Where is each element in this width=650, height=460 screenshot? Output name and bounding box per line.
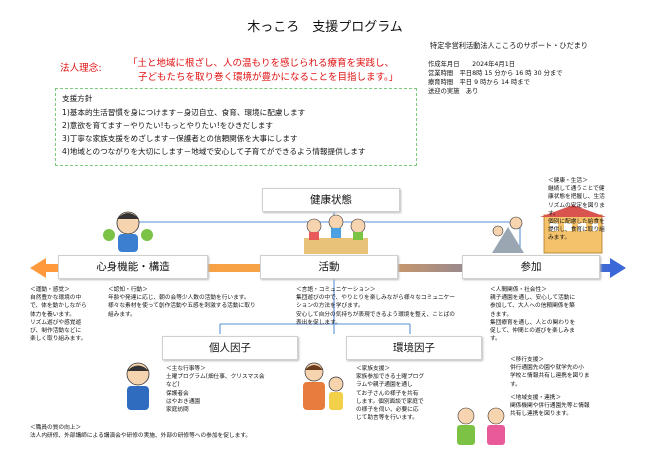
philosophy-label: 法人理念: bbox=[60, 63, 102, 74]
note-line: ＜主な行事等＞ bbox=[166, 366, 206, 372]
note-line: はやおき通園 bbox=[166, 398, 201, 405]
note-line: 家庭訪問 bbox=[166, 407, 189, 414]
note-line: 学校と情報共有し連携を図りま bbox=[510, 373, 590, 380]
note-line: 体力を養います。 bbox=[30, 311, 75, 318]
note-line: す。 bbox=[510, 381, 521, 388]
language-communication-notes: ＜言語・コミュニケーション＞ 集団遊びの中で、やりとりを楽しみながら様々なコミュ… bbox=[296, 286, 455, 327]
support-policy-box: 支援方針 1)基本的生活習慣を身につけます－身辺自立、食育、環境に配慮します 2… bbox=[55, 88, 417, 166]
note-line: 集団遊びの中で、やりとりを楽しみながら様々なコミュニケー bbox=[296, 295, 456, 302]
events-notes: ＜主な行事等＞ 土曜プログラム(畑仕事、クリスマス会 など) 保護者会 はやおき… bbox=[166, 365, 265, 414]
note-line: 保護者会 bbox=[166, 390, 189, 397]
social-relationship-notes: ＜人間関係・社会性＞ 親子通園を通し、安心して活動に 参加して、大人への信頼関係… bbox=[490, 286, 575, 343]
note-line: ＜地域支援・連携＞ bbox=[510, 395, 562, 401]
policy-item-1: 1)基本的生活習慣を身につけます－身辺自立、食育、環境に配慮します bbox=[62, 108, 306, 117]
policy-item-2: 2)意欲を育てます－やりたい!もっとやりたい!をひきだします bbox=[62, 121, 273, 130]
child-illustration-icon bbox=[103, 211, 153, 252]
note-line: で、体を動かしながら bbox=[30, 303, 87, 310]
note-line: 参加して、大人への信頼関係を築 bbox=[490, 303, 575, 310]
parent-child-icon bbox=[303, 362, 344, 410]
note-line: び、制作活動などに bbox=[30, 328, 82, 335]
program-meta: 作成年月日 2024年4月1日 営業時間 平日8時 15 分から 16 時 30… bbox=[428, 60, 563, 96]
note-line: ＜家族支援＞ bbox=[356, 366, 391, 372]
note-line: 提供し、食育に取り組 bbox=[548, 227, 605, 234]
note-line: ＜人間関係・社会性＞ bbox=[490, 287, 547, 293]
note-line: リズム遊びや感覚遊 bbox=[30, 319, 82, 326]
note-line: ＜認知・行動＞ bbox=[108, 287, 148, 293]
note-line: ＜職員の質の向上＞ bbox=[30, 425, 82, 431]
motor-sensory-notes: ＜運動・感覚＞ 自然豊かな環境の中 で、体を動かしながら 体力を養います。 リズ… bbox=[30, 286, 87, 343]
note-line: の様子を伺い、必要に応 bbox=[356, 407, 419, 414]
note-line: 継続して通うことで健 bbox=[548, 186, 605, 193]
health-condition-box: 健康状態 bbox=[262, 188, 400, 212]
note-line: 家族参加できる土曜プログ bbox=[356, 374, 425, 381]
note-line: 促して、仲間との遊びを楽しみま bbox=[490, 328, 575, 335]
transition-support-notes: ＜移行支援＞ 併行通園先の園や就学先の小 学校と情報共有し連携を図りま す。 bbox=[510, 356, 590, 389]
note-line: ションの方法を学びます。 bbox=[296, 303, 364, 310]
children-group-icon bbox=[457, 407, 505, 445]
note-line: じて助言等を行います。 bbox=[356, 415, 418, 422]
staff-quality-notes: ＜職員の質の向上＞ 法人内研修、外部講師による講演会や研修の実施、外部の研修等へ… bbox=[30, 424, 251, 440]
personal-factors-box: 個人因子 bbox=[162, 336, 298, 360]
school-playground-icon bbox=[492, 205, 606, 254]
note-line: 共有し連携を図ります。 bbox=[510, 411, 572, 418]
note-line: みます。 bbox=[548, 235, 571, 242]
page-title: 木っころ 支援プログラム bbox=[247, 20, 403, 35]
health-notes: ＜健康・生活＞ 継続して通うことで健 康状態を把握し、生活 リズムの安定を図りま… bbox=[548, 177, 605, 243]
community-support-notes: ＜地域支援・連携＞ 関係機関や併行通園先等と情報 共有し連携を図ります。 bbox=[510, 394, 590, 419]
meta-created-date: 作成年月日 2024年4月1日 bbox=[428, 61, 516, 68]
note-line: きます。 bbox=[490, 311, 513, 318]
note-line: す。 bbox=[490, 336, 501, 343]
note-line: など) bbox=[166, 382, 180, 389]
meta-business-hours: 営業時間 平日8時 15 分から 16 時 30 分まで bbox=[428, 70, 563, 77]
note-line: ラムや親子通園を通し bbox=[356, 382, 413, 389]
note-line: 親子通園を通し、安心して活動に bbox=[490, 295, 576, 302]
organization-name: 特定非営利活動法人こころのサポート・ひだまり bbox=[430, 41, 588, 50]
note-line: 表出を促します。 bbox=[296, 319, 341, 326]
note-line: す。 bbox=[548, 210, 559, 217]
note-line: ＜言語・コミュニケーション＞ bbox=[296, 287, 376, 293]
note-line: 年齢や発達に応じ、朝の会等少人数の活動を行います。 bbox=[108, 295, 250, 302]
note-line: ＜健康・生活＞ bbox=[548, 178, 588, 184]
note-line: 自然豊かな環境の中 bbox=[30, 295, 82, 302]
philosophy-text: 「土と地域に根ざし、人の温もりを感じられる療育を実践し、 子どもたちを取り巻く環… bbox=[128, 57, 398, 85]
cognitive-behavior-notes: ＜認知・行動＞ 年齢や発達に応じ、朝の会等少人数の活動を行います。 様々な素材を… bbox=[108, 286, 256, 319]
activity-box: 活動 bbox=[260, 255, 398, 279]
family-support-notes: ＜家族支援＞ 家族参加できる土曜プログ ラムや親子通園を通し てお子さんの様子を… bbox=[356, 365, 424, 422]
meta-transport: 送迎の実施 あり bbox=[428, 88, 479, 95]
note-line: リズムの安定を図りま bbox=[548, 202, 605, 209]
note-line: 個別に配慮した給食を bbox=[548, 219, 605, 226]
boy-illustration-icon bbox=[126, 362, 150, 410]
policy-item-3: 3)丁寧な家族支援をめざします－保護者との信頼関係を大事にします bbox=[62, 134, 298, 143]
note-line: ＜移行支援＞ bbox=[510, 357, 545, 363]
note-line: 組みます。 bbox=[108, 311, 136, 318]
note-line: ＜運動・感覚＞ bbox=[30, 287, 70, 293]
note-line: 集団療育を通し、人との関わりを bbox=[490, 319, 576, 326]
note-line: 関係機関や併行通園先等と情報 bbox=[510, 403, 590, 410]
note-line: 様々な素材を使って創作活動や五感を刺激する活動に取り bbox=[108, 303, 256, 310]
participation-box: 参加 bbox=[462, 255, 600, 279]
policy-heading: 支援方針 bbox=[62, 94, 93, 103]
note-line: 併行通園先の園や就学先の小 bbox=[510, 365, 584, 372]
note-line: 康状態を把握し、生活 bbox=[548, 194, 605, 201]
philosophy-line-1: 「土と地域に根ざし、人の温もりを感じられる療育を実践し、 bbox=[128, 58, 395, 69]
policy-item-4: 4)地域とのつながりを大切にします－地域で安心して子育てができるよう情報提供しま… bbox=[62, 147, 366, 156]
note-line: します。個別面談で家庭で bbox=[356, 398, 424, 405]
meta-therapy-hours: 療育時間 平日 9 時から 14 時まで bbox=[428, 79, 530, 86]
children-activity-icon bbox=[304, 214, 368, 254]
note-line: 土曜プログラム(畑仕事、クリスマス会 bbox=[166, 374, 265, 381]
body-function-box: 心身機能・構造 bbox=[58, 255, 208, 279]
environmental-factors-box: 環境因子 bbox=[346, 336, 482, 360]
note-line: てお子さんの様子を共有 bbox=[356, 390, 419, 397]
philosophy-line-2: 子どもたちを取り巻く環境が豊かになることを目指します。」 bbox=[138, 72, 399, 83]
note-line: 安心して自分の気持ちが表現できるよう環境を整え、ことばの bbox=[296, 311, 455, 318]
note-line: 楽しく取り組みます。 bbox=[30, 336, 87, 343]
note-line: 法人内研修、外部講師による講演会や研修の実施、外部の研修等への参加を促します。 bbox=[30, 433, 252, 440]
